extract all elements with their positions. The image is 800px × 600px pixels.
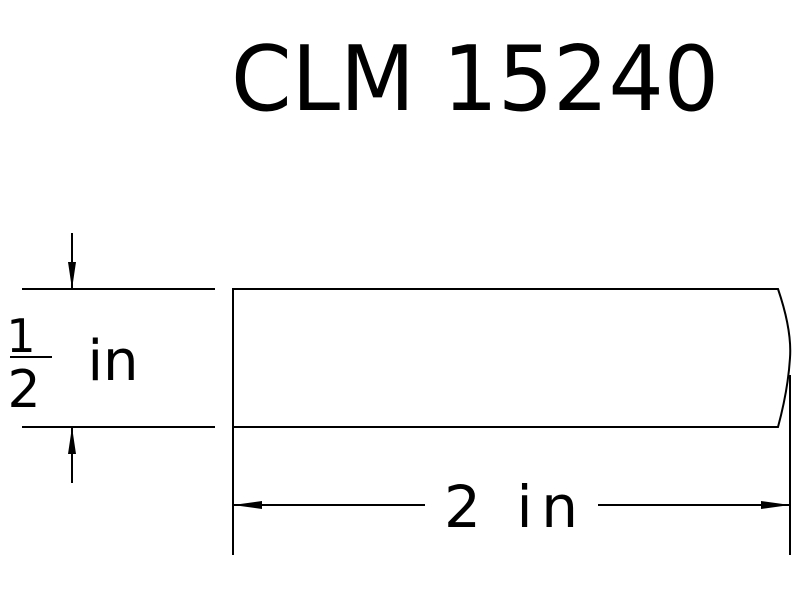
width-label: 2 in xyxy=(444,473,578,541)
right-arrow-icon xyxy=(761,501,790,509)
fraction-denominator: 2 xyxy=(7,360,40,420)
bar-profile xyxy=(232,288,792,428)
height-unit: in xyxy=(87,329,138,394)
down-arrow-icon xyxy=(68,262,76,289)
width-dimension-lines xyxy=(232,375,791,555)
height-label: 1 2 in xyxy=(6,309,138,420)
part-outline xyxy=(232,288,792,428)
part-number-title: CLM 15240 xyxy=(231,27,719,132)
fraction-numerator: 1 xyxy=(6,309,35,363)
up-arrow-icon xyxy=(68,427,76,454)
left-arrow-icon xyxy=(233,501,262,509)
